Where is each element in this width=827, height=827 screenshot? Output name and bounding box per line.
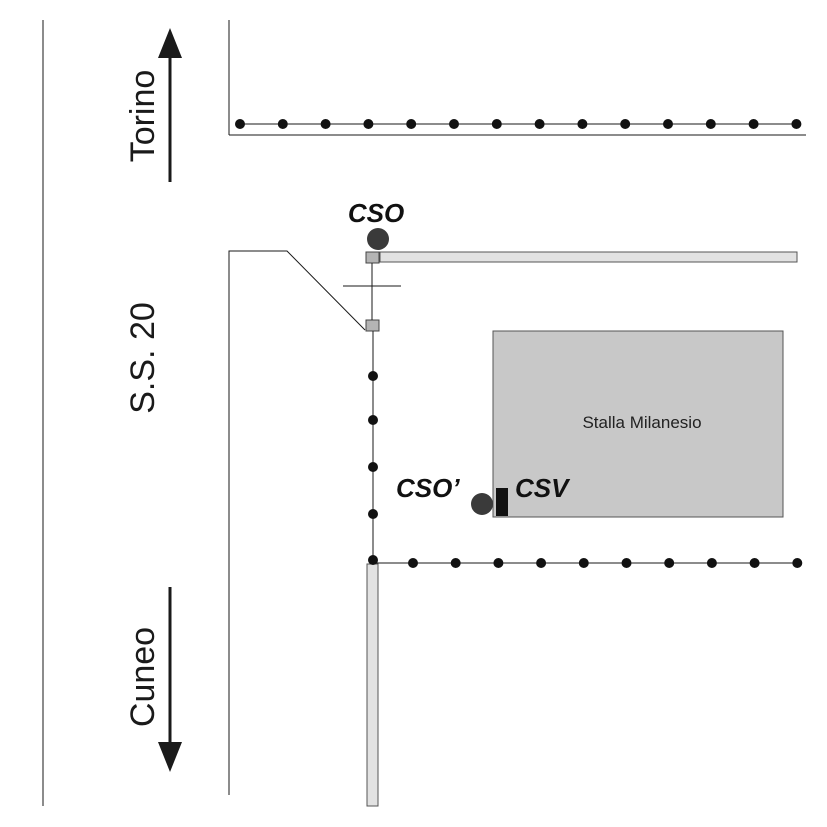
csv-marker (496, 488, 508, 516)
fence-post-west (368, 371, 378, 381)
fence-post-north (277, 119, 288, 129)
cso-prime-marker (471, 493, 493, 515)
fence-post-north (577, 119, 588, 129)
road-name-label: S.S. 20 (124, 302, 162, 414)
road-edge-east-south (228, 250, 366, 795)
cso-label: CSO (348, 198, 404, 228)
cso-marker (367, 228, 389, 250)
gate-marker-top (365, 251, 380, 264)
fence-post-south (621, 558, 632, 568)
fence-post-north (406, 119, 417, 129)
fence-north (235, 119, 802, 129)
fence-post-north (663, 119, 673, 129)
fence-post-south (749, 558, 760, 568)
south-arrow-head (158, 742, 182, 772)
fence-post-west (368, 462, 378, 472)
fence-post-south (450, 558, 461, 568)
fence-post-north (620, 119, 631, 129)
gate-marker-bottom (365, 319, 380, 332)
fence-post-west (368, 415, 378, 425)
fence-west (368, 371, 378, 565)
cuneo-label: Cuneo (124, 627, 162, 727)
fence-post-south (706, 558, 717, 568)
fence-post-south (578, 558, 589, 568)
fence-post-south (493, 558, 504, 568)
fence-post-north (320, 119, 331, 129)
fence-post-south (664, 558, 675, 568)
building-stalla (492, 330, 784, 518)
fence-south (408, 558, 803, 568)
building-label: Stalla Milanesio (582, 413, 701, 432)
fence-post-north (449, 119, 459, 129)
fence-post-north (791, 119, 802, 129)
csv-label: CSV (515, 473, 571, 503)
fence-post-north (748, 119, 759, 129)
fence-post-south (536, 558, 547, 568)
fence-post-north (491, 119, 502, 129)
fence-post-south (408, 558, 418, 568)
wall-south (366, 563, 379, 807)
fence-post-south (792, 558, 803, 568)
torino-label: Torino (124, 70, 162, 163)
fence-post-north (705, 119, 716, 129)
wall-north (379, 251, 798, 263)
cso-prime-label: CSO’ (396, 473, 460, 503)
fence-post-west (368, 509, 378, 519)
north-arrow-head (158, 28, 182, 58)
fence-post-north (534, 119, 545, 129)
fence-post-north (363, 119, 374, 129)
fence-post-north (235, 119, 245, 129)
fence-post-west (368, 555, 378, 565)
